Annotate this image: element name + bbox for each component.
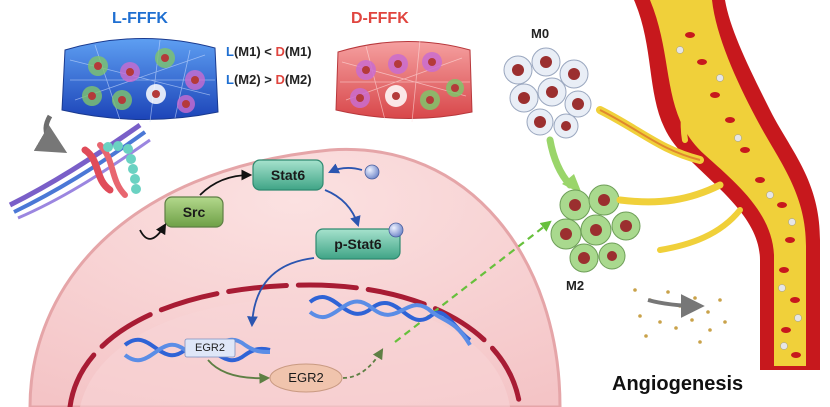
angiogenesis-label: Angiogenesis — [612, 373, 744, 395]
src-to-stat6-arrow — [199, 169, 253, 196]
egr2-protein-blob — [269, 363, 343, 393]
dna-to-egr2-protein-arrow — [207, 359, 271, 384]
src-node-box — [164, 196, 224, 228]
comparison-m2-left: (M2) > — [233, 72, 276, 87]
p-stat6-to-dna-arrow — [247, 257, 315, 328]
stat6-node-box — [252, 159, 324, 191]
nucleus-interior — [80, 298, 510, 407]
m0-cluster — [503, 47, 592, 139]
egr2-dna-label: EGR2 — [195, 342, 225, 354]
comparison-m2: L(M2) > D(M2) — [226, 72, 312, 87]
fibers-and-receptor — [8, 122, 151, 220]
src-label: Src — [182, 204, 206, 220]
comparison-m2-d: D — [275, 72, 285, 87]
comparison-m1-left: (M1) < — [233, 44, 276, 59]
m0-to-m2-arrow — [546, 136, 574, 189]
comparison-m1-l: L — [226, 44, 234, 59]
comparison-m2-l: L — [226, 72, 234, 87]
l-fffk-label: L-FFFK — [112, 10, 168, 27]
egr2-dna-label-box — [184, 338, 236, 358]
hydrogel-to-receptor-arrow — [33, 114, 68, 154]
egr2-protein-label: EGR2 — [288, 370, 324, 385]
phosphate-to-stat6-arrow — [328, 163, 363, 174]
stat6-to-p-stat6-arrow — [324, 189, 361, 228]
p-stat6-label: p-Stat6 — [334, 236, 382, 252]
nuclear-envelope — [67, 282, 523, 407]
dna-to-m2-dashed-arrow — [394, 220, 552, 343]
m0-to-m2-arrowhead — [562, 174, 582, 194]
comparison-m1-d: D — [275, 44, 285, 59]
receptor-to-src-arrow — [139, 223, 167, 240]
stat6-label: Stat6 — [270, 167, 306, 183]
p-stat6-node-box — [315, 228, 401, 260]
blood-vessel — [596, 0, 820, 370]
phosphate-ball-bound — [388, 222, 404, 238]
secreted-factors — [633, 288, 727, 344]
egr2-protein-to-second-dna-arrow — [342, 348, 384, 379]
d-fffk-label: D-FFFK — [351, 10, 409, 27]
cell — [28, 147, 562, 407]
comparison-m1-right: (M1) — [284, 44, 312, 59]
m2-label: M2 — [566, 278, 585, 293]
m2-cluster — [550, 184, 641, 273]
d-fffk-hydrogel — [335, 39, 473, 123]
comparison-m1: L(M1) < D(M1) — [226, 44, 312, 59]
m0-label: M0 — [531, 26, 550, 41]
phosphate-ball-free — [364, 164, 380, 180]
factors-to-vessel-arrow — [647, 293, 705, 318]
dna-helix-right — [308, 295, 472, 347]
comparison-m2-right: (M2) — [284, 72, 312, 87]
l-fffk-hydrogel — [61, 37, 219, 123]
